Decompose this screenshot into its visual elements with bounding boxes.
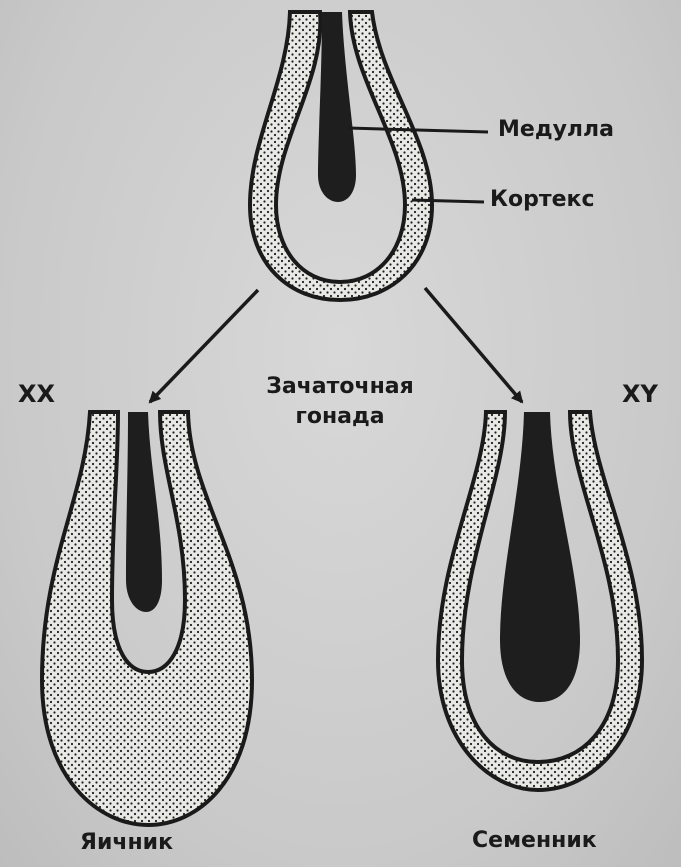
label-xy: XY bbox=[622, 380, 658, 408]
label-testis: Семенник bbox=[472, 828, 597, 853]
ovary-medulla bbox=[126, 412, 162, 612]
ovary bbox=[42, 412, 252, 825]
cortex-pointer-line bbox=[412, 200, 484, 202]
label-indifferent-gonad: Зачаточная гонада bbox=[255, 372, 425, 432]
indifferent-medulla bbox=[318, 12, 356, 202]
label-indifferent-gonad-line2: гонада bbox=[255, 402, 425, 432]
indifferent-gonad bbox=[250, 12, 432, 300]
label-ovary: Яичник bbox=[80, 830, 173, 855]
arrow-to-testis bbox=[425, 288, 522, 402]
label-indifferent-gonad-line1: Зачаточная bbox=[255, 372, 425, 402]
label-medulla: Медулла bbox=[498, 117, 614, 142]
medulla-pointer-line bbox=[348, 128, 488, 132]
testis-medulla bbox=[500, 412, 580, 702]
label-xx: XX bbox=[18, 380, 55, 408]
arrow-to-ovary bbox=[150, 290, 258, 402]
testis bbox=[438, 412, 642, 790]
label-cortex: Кортекс bbox=[490, 187, 595, 212]
